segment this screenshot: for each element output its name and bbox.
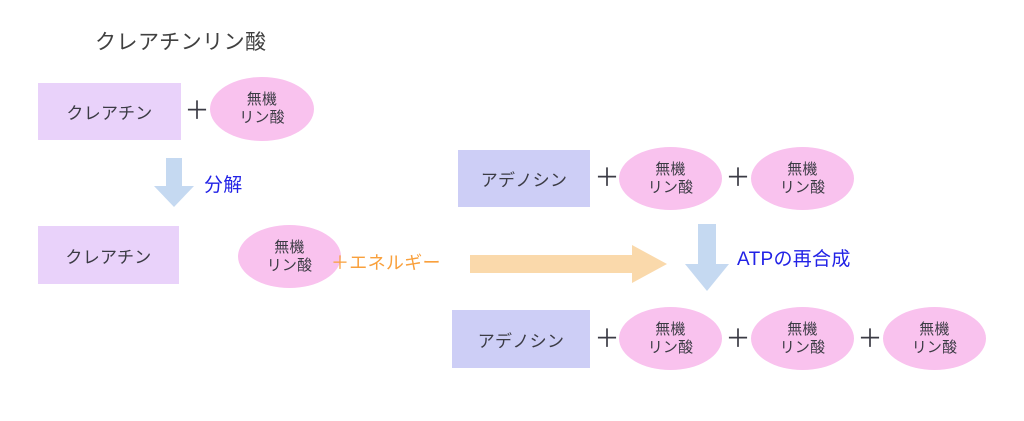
- phosphate-line2: リン酸: [911, 338, 958, 356]
- diagram-title: クレアチンリン酸: [95, 31, 267, 54]
- creatine-box-row2: クレアチン: [38, 226, 179, 284]
- energy-transfer-arrow-right-icon: [470, 245, 668, 285]
- adenosine-box-row2: アデノシン: [452, 310, 590, 368]
- atp-resynthesis-label: ATPの再合成: [737, 249, 851, 270]
- plus-energy-label: ＋エネルギー: [331, 253, 441, 273]
- phosphate-line1: 無機: [787, 160, 818, 178]
- phosphate-ellipse-row1-left: 無機 リン酸: [210, 77, 314, 141]
- phosphate-line1: 無機: [919, 320, 950, 338]
- phosphate-line1: 無機: [655, 160, 686, 178]
- creatine-box-row1: クレアチン: [38, 83, 181, 140]
- phosphate-ellipse-row2-left: 無機 リン酸: [238, 225, 341, 288]
- phosphate-line1: 無機: [787, 320, 818, 338]
- phosphate-line1: 無機: [655, 320, 686, 338]
- phosphate-ellipse-right-row1-2: 無機 リン酸: [751, 147, 854, 210]
- phosphate-line2: リン酸: [779, 338, 826, 356]
- phosphate-ellipse-right-row1-1: 無機 リン酸: [619, 147, 722, 210]
- adenosine-box-row1: アデノシン: [458, 150, 590, 207]
- plus-sign-row1-left: ＋: [184, 96, 210, 125]
- plus-sign-right-row2-2: ＋: [725, 324, 751, 353]
- phosphate-line1: 無機: [274, 238, 305, 256]
- phosphate-ellipse-right-row2-1: 無機 リン酸: [619, 307, 722, 370]
- phosphate-line2: リン酸: [647, 178, 694, 196]
- decomposition-label: 分解: [204, 175, 243, 196]
- phosphate-ellipse-right-row2-2: 無機 リン酸: [751, 307, 854, 370]
- plus-sign-right-row1-1: ＋: [594, 163, 620, 192]
- phosphate-line1: 無機: [246, 91, 278, 109]
- plus-sign-right-row2-3: ＋: [857, 324, 883, 353]
- phosphate-line2: リン酸: [779, 178, 826, 196]
- decomposition-arrow-down-icon: [152, 158, 196, 208]
- phosphate-line2: リン酸: [239, 109, 285, 126]
- phosphate-line2: リン酸: [647, 338, 694, 356]
- atp-resynthesis-arrow-down-icon: [683, 224, 731, 292]
- plus-sign-right-row2-1: ＋: [594, 324, 620, 353]
- phosphate-ellipse-right-row2-3: 無機 リン酸: [883, 307, 986, 370]
- phosphate-line2: リン酸: [266, 256, 313, 274]
- plus-sign-right-row1-2: ＋: [725, 163, 751, 192]
